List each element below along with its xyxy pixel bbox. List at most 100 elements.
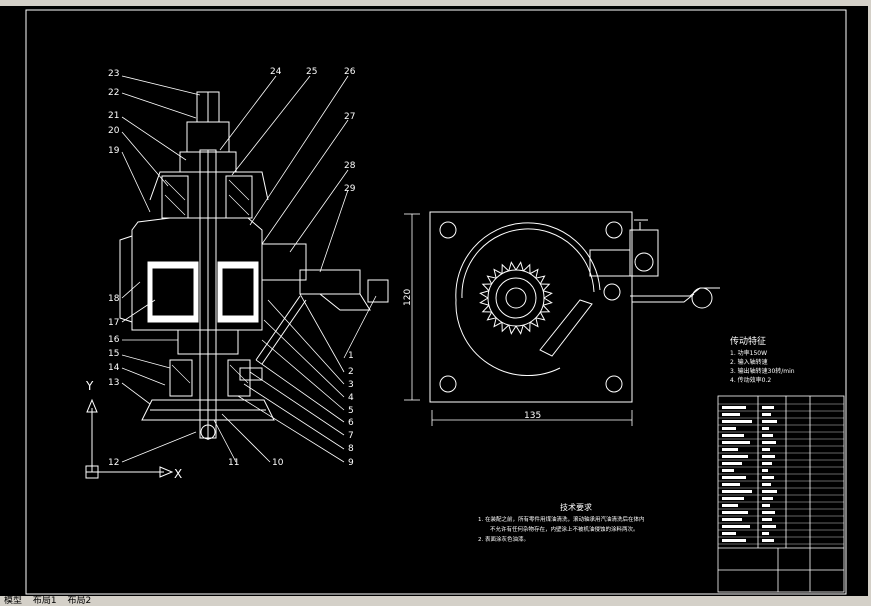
gear-tooth xyxy=(508,324,517,335)
transmission-item: 1. 功率150W xyxy=(730,349,767,357)
parts-list-entry-mark xyxy=(722,413,740,416)
sheet-border xyxy=(25,9,847,595)
axis-y-label: Y xyxy=(85,379,94,393)
transmission-title: 传动特征 xyxy=(730,335,766,347)
parts-list-entry-mark xyxy=(762,406,774,409)
gear-tooth xyxy=(515,261,524,272)
parts-list-entry-mark xyxy=(762,476,774,479)
parts-list-entry-mark xyxy=(722,511,748,514)
part-number: 26 xyxy=(344,67,356,77)
layout-tab-bar: 模型 布局1 布局2 xyxy=(0,596,871,606)
gear-teeth xyxy=(479,261,553,335)
parts-list-entry-mark xyxy=(722,504,738,507)
parts-list-entry-mark xyxy=(722,434,744,437)
part-number: 18 xyxy=(108,294,120,304)
transmission-item: 3. 输出轴转速30转/min xyxy=(730,367,795,375)
part-number: 22 xyxy=(108,88,119,98)
gear-tooth xyxy=(479,290,490,299)
part-number: 23 xyxy=(108,69,119,79)
parts-list-entry-mark xyxy=(722,406,746,409)
part-number: 14 xyxy=(108,363,120,373)
axis-x-label: X xyxy=(174,467,182,481)
tech-requirement-item: 2. 表面涂灰色油漆。 xyxy=(478,535,529,543)
parts-list-entry-mark xyxy=(762,434,773,437)
part-number: 15 xyxy=(108,349,119,359)
gear-tooth xyxy=(529,268,539,279)
parts-list-entry-mark xyxy=(762,518,772,521)
part-number: 7 xyxy=(348,431,354,441)
tab-model[interactable]: 模型 xyxy=(4,596,23,606)
gear-tooth xyxy=(493,317,503,328)
part-number: 21 xyxy=(108,111,119,121)
parts-list-entry-mark xyxy=(722,427,736,430)
gear-tooth xyxy=(501,263,510,274)
part-number: 1 xyxy=(348,351,354,361)
part-number: 12 xyxy=(108,458,119,468)
parts-list-entry-mark xyxy=(762,462,772,465)
tab-layout-1[interactable]: 布局1 xyxy=(32,596,57,606)
tab-layout-2[interactable]: 布局2 xyxy=(67,596,92,606)
gear-tooth xyxy=(540,283,551,292)
part-number: 6 xyxy=(348,418,354,428)
parts-list-entry-mark xyxy=(762,511,775,514)
gear-tooth xyxy=(501,322,510,333)
part-number: 13 xyxy=(108,378,119,388)
part-number: 24 xyxy=(270,67,282,77)
part-number: 5 xyxy=(348,406,354,416)
gear-tooth xyxy=(542,297,553,306)
tech-requirements-title: 技术要求 xyxy=(560,502,592,512)
parts-list-entry-mark xyxy=(722,497,744,500)
dimension-height: 120 xyxy=(403,289,413,306)
part-number: 8 xyxy=(348,444,354,454)
parts-list-entry-mark xyxy=(722,455,748,458)
part-number: 4 xyxy=(348,393,354,403)
part-number: 27 xyxy=(344,112,355,122)
transmission-item: 4. 传动效率0.2 xyxy=(730,376,771,384)
gear-tooth xyxy=(529,317,539,328)
part-numbers: 23 22 21 20 19 18 17 16 15 14 13 12 24 2… xyxy=(108,67,356,468)
gear-tooth xyxy=(515,324,524,335)
parts-list-entry-mark xyxy=(722,469,734,472)
parts-list-entry-mark xyxy=(762,497,773,500)
gear-tooth xyxy=(479,297,490,306)
part-number: 16 xyxy=(108,335,120,345)
parts-list-entry-mark xyxy=(762,427,769,430)
part-number: 17 xyxy=(108,318,119,328)
parts-list-entry-mark xyxy=(762,448,770,451)
ucs-axis-icon xyxy=(85,398,174,479)
parts-list-entry-mark xyxy=(762,469,768,472)
part-number: 25 xyxy=(306,67,317,77)
gear-tooth xyxy=(486,311,497,321)
section-view xyxy=(119,91,389,440)
title-block xyxy=(717,395,845,593)
gear-tooth xyxy=(535,275,546,285)
dimension-lines xyxy=(404,213,633,426)
title-block-fills xyxy=(722,406,777,542)
parts-list-entry-mark xyxy=(722,490,752,493)
parts-list-entry-mark xyxy=(762,525,776,528)
parts-list-entry-mark xyxy=(722,525,750,528)
parts-list-entry-mark xyxy=(762,420,777,423)
part-number: 28 xyxy=(344,161,356,171)
parts-list-entry-mark xyxy=(722,483,740,486)
section-hatching xyxy=(164,179,250,384)
part-number: 29 xyxy=(344,184,356,194)
part-number: 11 xyxy=(228,458,239,468)
parts-list-entry-mark xyxy=(722,518,742,521)
gear-tooth xyxy=(535,311,546,321)
parts-list-entry-mark xyxy=(722,462,742,465)
top-toolbar-strip xyxy=(0,0,871,6)
part-number: 19 xyxy=(108,146,120,156)
gear-tooth xyxy=(540,304,551,313)
gear-tooth xyxy=(508,261,517,272)
parts-list-entry-mark xyxy=(762,413,771,416)
part-number: 9 xyxy=(348,458,354,468)
gear-tooth xyxy=(522,322,531,333)
part-number: 3 xyxy=(348,380,354,390)
parts-list-entry-mark xyxy=(722,532,736,535)
parts-list-entry-mark xyxy=(762,532,769,535)
leader-lines xyxy=(121,75,377,463)
gear-tooth xyxy=(522,263,531,274)
vertical-scrollbar[interactable] xyxy=(868,6,871,596)
